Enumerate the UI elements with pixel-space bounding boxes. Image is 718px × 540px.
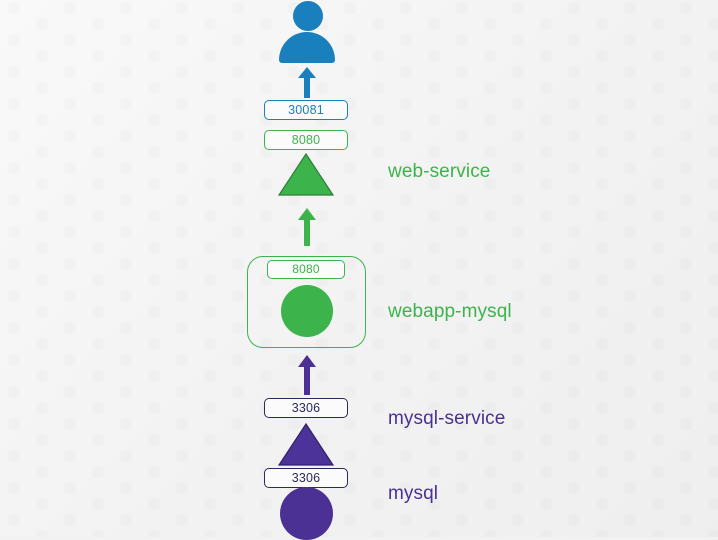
node-label-web-service: web-service [388, 161, 491, 182]
arrow-webservice-to-port [296, 208, 318, 246]
port-badge-3306-pod[interactable]: 3306 [264, 468, 348, 488]
arrow-pod-to-mysqlservice [296, 355, 318, 395]
pod-circle-webapp-mysql[interactable] [281, 285, 333, 337]
arrow-nodeport-to-user [296, 67, 318, 98]
user-body-icon [279, 32, 335, 63]
pod-circle-mysql[interactable] [280, 487, 333, 540]
port-badge-3306-service[interactable]: 3306 [264, 398, 348, 418]
port-badge-8080-service[interactable]: 8080 [264, 130, 348, 150]
node-label-webapp-mysql: webapp-mysql [388, 301, 512, 322]
node-label-mysql-service: mysql-service [388, 408, 506, 429]
port-badge-8080-pod[interactable]: 8080 [267, 260, 345, 279]
port-badge-30081[interactable]: 30081 [264, 100, 348, 120]
user-head-icon [293, 1, 323, 31]
node-label-mysql: mysql [388, 483, 439, 504]
service-shape-mysql-service[interactable] [277, 422, 335, 467]
pod-box-webapp-mysql[interactable] [247, 256, 366, 348]
service-shape-web-service[interactable] [277, 152, 335, 197]
user-actor-icon [277, 1, 337, 63]
